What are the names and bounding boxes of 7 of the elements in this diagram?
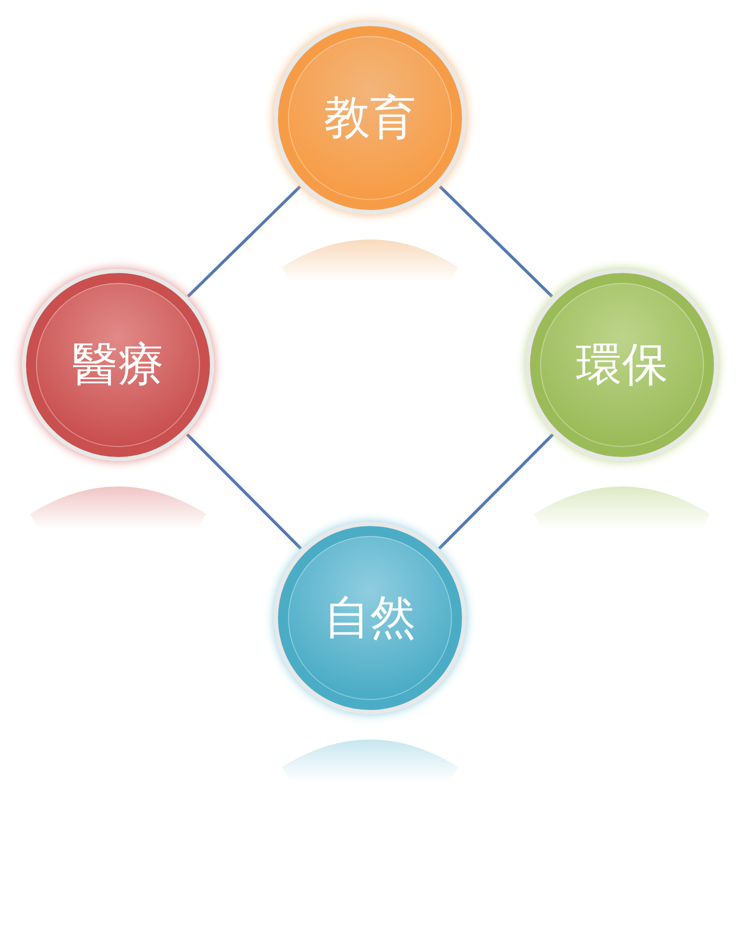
- circle-label: 自然: [324, 589, 416, 646]
- connector-line: [186, 433, 302, 550]
- circle-label: 教育: [324, 89, 416, 146]
- connector-line: [438, 186, 554, 298]
- connector-line: [438, 433, 554, 550]
- circle-label: 環保: [576, 336, 668, 393]
- circle-label: 醫療: [72, 336, 164, 393]
